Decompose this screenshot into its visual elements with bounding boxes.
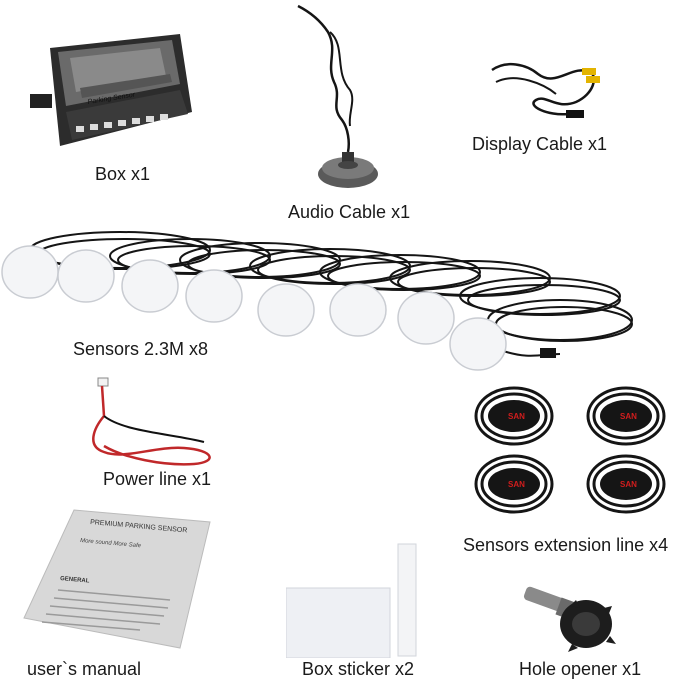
hole-opener	[520, 582, 620, 654]
coil-brand-3: SAN	[508, 480, 525, 489]
display-cable	[486, 54, 606, 124]
user-manual: PREMIUM PARKING SENSOR More sound More S…	[20, 506, 220, 652]
control-box: Parking Sensor	[30, 26, 195, 152]
display-cable-label: Display Cable x1	[472, 134, 608, 154]
coil-brand-4: SAN	[620, 480, 637, 489]
box-label: Box x1	[95, 164, 151, 184]
hole-opener-label: Hole opener x1	[519, 659, 642, 679]
extension-line-label: Sensors extension line x4	[463, 535, 669, 555]
manual-label: user`s manual	[27, 659, 142, 679]
manual-subtitle: More sound More Safe	[80, 538, 142, 549]
coil-brand-1: SAN	[508, 412, 525, 421]
manual-section: GENERAL	[60, 576, 90, 585]
power-line	[84, 376, 224, 472]
audio-cable-label: Audio Cable x1	[288, 202, 411, 222]
box-sticker	[286, 542, 426, 658]
extension-lines: SAN SAN SAN SAN	[464, 376, 674, 526]
audio-cable	[290, 2, 390, 192]
sticker-label: Box sticker x2	[302, 659, 415, 679]
sensors-set	[0, 220, 640, 380]
coil-brand-2: SAN	[620, 412, 637, 421]
power-line-label: Power line x1	[103, 469, 212, 489]
sensors-label: Sensors 2.3M x8	[73, 339, 209, 359]
